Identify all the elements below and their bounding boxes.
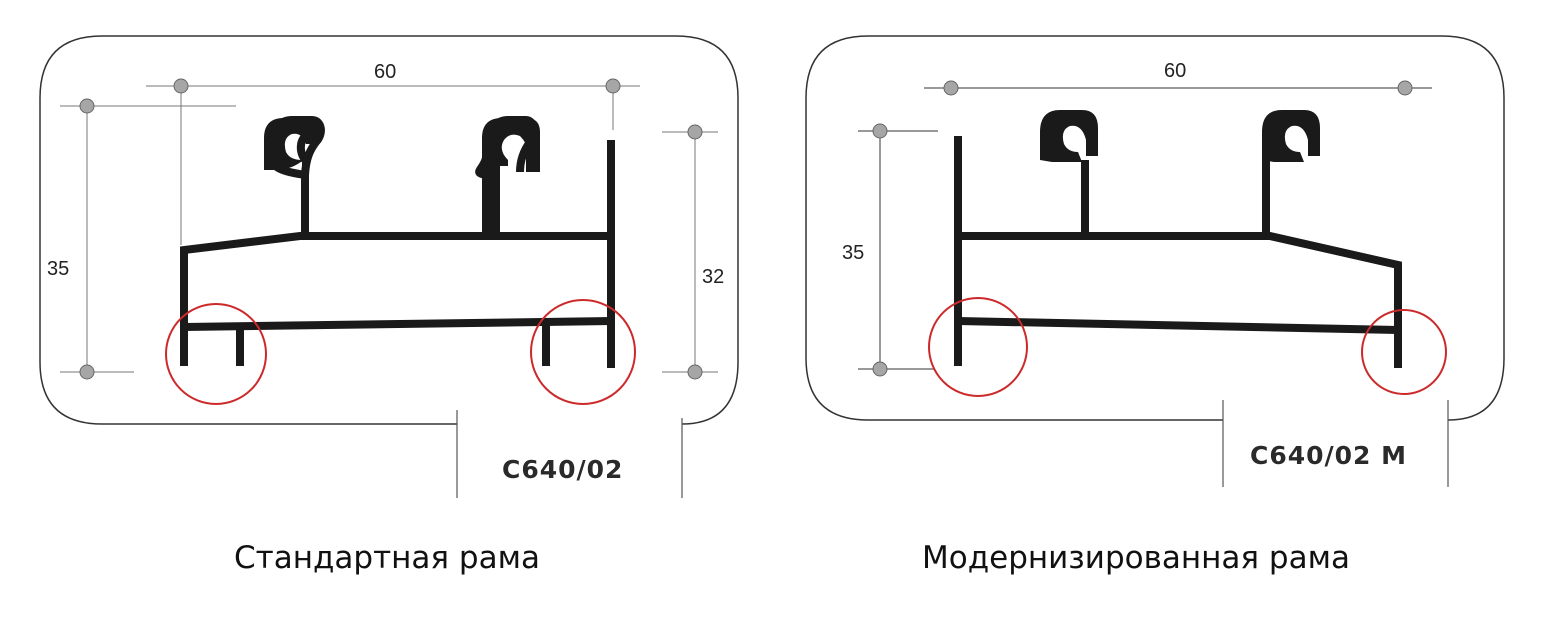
dimension-markers xyxy=(872,80,1413,377)
standard-frame-panel: C640/02 60 35 32 xyxy=(39,35,739,498)
standard-frame-caption: Стандартная рама xyxy=(234,540,540,576)
dimension-markers xyxy=(79,78,703,380)
highlight-circle-left xyxy=(165,303,267,405)
dim-width: 60 xyxy=(374,61,396,83)
dim-width: 60 xyxy=(1164,60,1186,82)
profile-code: C640/02 M xyxy=(1250,441,1407,470)
highlight-circle-right xyxy=(530,299,636,405)
panel-border xyxy=(805,35,1505,421)
modernized-frame-panel: C640/02 M 60 35 xyxy=(805,35,1505,487)
dim-height-left: 35 xyxy=(842,242,864,264)
dimension-lines xyxy=(60,85,718,373)
profile-shape xyxy=(180,116,615,368)
highlight-circle-left xyxy=(928,297,1028,397)
profile-hooks-fill xyxy=(264,118,540,236)
modernized-frame-caption: Модернизированная рама xyxy=(922,540,1350,576)
profile-shape xyxy=(954,136,1402,368)
dim-height-left: 35 xyxy=(47,258,69,280)
profile-hooks-fill xyxy=(1040,110,1320,162)
dim-height-right: 32 xyxy=(702,266,724,288)
dimension-lines xyxy=(858,87,1432,370)
highlight-circle-right xyxy=(1361,309,1447,395)
panel-border xyxy=(39,35,739,425)
profile-code: C640/02 xyxy=(502,455,623,484)
